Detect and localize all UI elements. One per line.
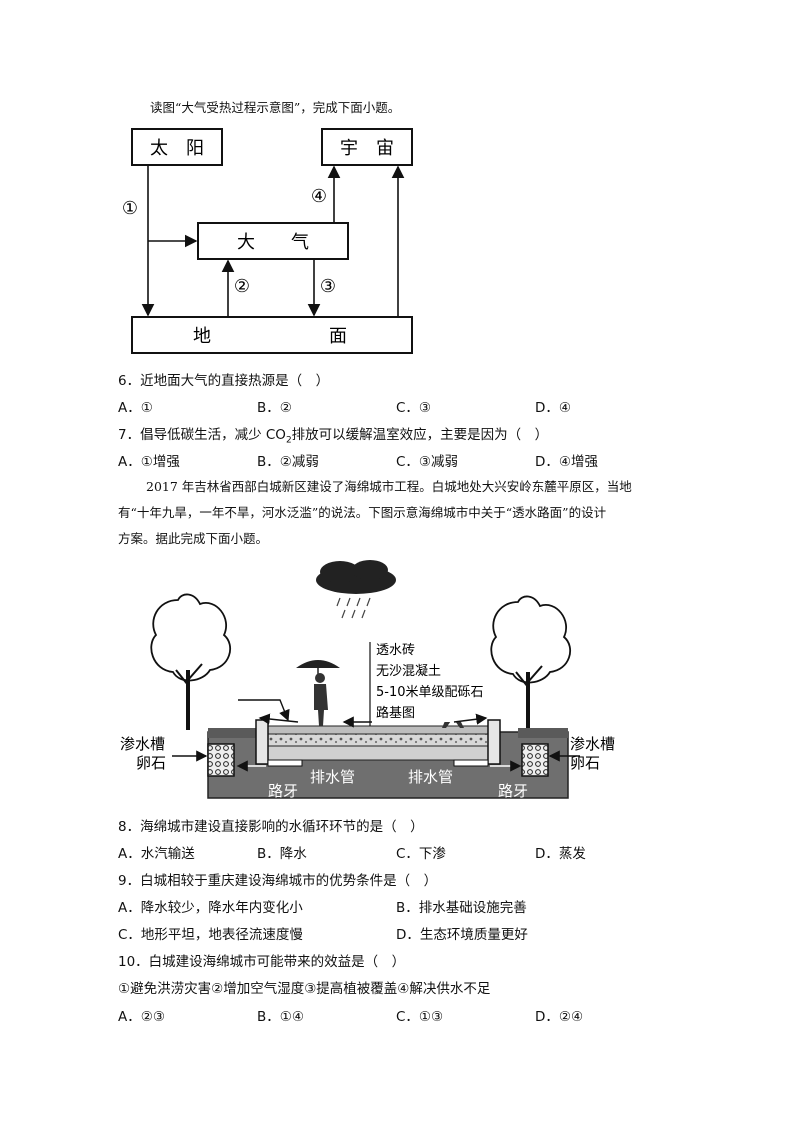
sun-label: 太 阳 [150,138,204,159]
arrow-down-to-pavement [238,699,290,722]
question-7-option-a: A．①增强 [118,454,180,470]
label-curb-left: 路牙 [268,782,298,800]
no-sand-concrete-layer [267,733,489,747]
arrow-label-4: ④ [311,186,327,207]
graded-gravel-layer [267,745,489,761]
question-6-option-b: B．② [257,400,292,416]
question-10-option-c: C．①③ [396,1009,444,1025]
right-verge [518,728,568,738]
question-8-option-d: D．蒸发 [535,846,586,862]
question-10-stem: 10．白城建设海绵城市可能带来的效益是（ ） [118,954,406,970]
question-8-stem: 8．海绵城市建设直接影响的水循环环节的是（ ） [118,819,424,835]
label-left-groove: 渗水槽 [120,735,165,753]
question-7-option-b: B．②减弱 [257,454,319,470]
tree-left-icon [150,593,232,730]
question-6-option-c: C．③ [396,400,432,416]
question-6-option-d: D．④ [535,400,571,416]
label-curb-right: 路牙 [498,782,528,800]
tree-right-icon [490,595,572,730]
space-label: 宇 宙 [340,138,394,159]
question-10-option-a: A．②③ [118,1009,165,1025]
ground-label-left: 地 [193,326,211,347]
question-8-option-a: A．水汽输送 [118,846,195,862]
layer-label-subgrade: 路基图 [376,705,415,721]
permeable-brick-layer [267,725,489,735]
label-left-pebble: 卵石 [136,754,166,772]
passage-line-2: 有“十年九旱，一年不旱，河水泛滥”的说法。下图示意海绵城市中关于“透水路面”的设… [118,505,607,520]
question-6-stem: 6．近地面大气的直接热源是（ ） [118,373,330,389]
drain-pipe-left [267,759,303,767]
arrow-surface-right [453,713,488,725]
drain-pipe-right [453,759,489,767]
ground-label-right: 面 [329,326,347,347]
question-6-option-a: A．① [118,400,153,416]
question-8-option-b: B．降水 [257,846,307,862]
pebble-groove-right [521,743,549,777]
label-drain-pipe-left: 排水管 [310,768,355,786]
arrow-label-2: ② [234,276,250,297]
arrow-label-1: ① [122,198,138,219]
question-10-option-d: D．②④ [535,1009,584,1025]
question-9-option-d: D．生态环境质量更好 [396,927,528,943]
rain-cloud-icon [316,560,396,619]
passage-line-3: 方案。据此完成下面小题。 [118,531,269,546]
permeable-pavement-diagram: 透水砖 无沙混凝土 5-10米单级配砾石 路基图 渗水槽 卵石 渗水槽 卵石 排… [120,560,615,800]
ground-box [131,316,413,354]
label-right-pebble: 卵石 [570,754,600,772]
label-drain-pipe-right: 排水管 [408,768,453,786]
question-7-option-c: C．③减弱 [396,454,459,470]
curb-left [255,719,269,765]
curb-right [487,719,501,765]
intro-text-1: 读图“大气受热过程示意图”，完成下面小题。 [150,100,401,115]
space-box [321,128,413,166]
question-9-option-a: A．降水较少，降水年内变化小 [118,900,303,916]
arrow-label-3: ③ [320,276,336,297]
question-9-option-c: C．地形平坦，地表径流速度慢 [118,927,303,943]
arrow-surface-left [258,713,299,725]
question-9-option-b: B．排水基础设施完善 [396,900,527,916]
pebble-groove-left [207,743,235,777]
sun-box [131,128,223,166]
question-7-option-d: D．④增强 [535,454,598,470]
atmosphere-label: 大 气 [237,232,309,253]
atmosphere-heating-diagram: 太 阳 宇 宙 大 气 地 面 ① ② ③ ④ [122,128,413,354]
layer-label-concrete: 无沙混凝土 [376,663,441,679]
passage-line-1: 2017 年吉林省西部白城新区建设了海绵城市工程。白城地处大兴安岭东麓平原区，当… [146,479,632,494]
left-verge [208,728,258,738]
question-8-option-c: C．下渗 [396,846,446,862]
question-7-stem: 7．倡导低碳生活，减少 CO2排放可以缓解温室效应，主要是因为（ ） [118,427,549,446]
atmosphere-box [197,222,349,260]
question-9-stem: 9．白城相较于重庆建设海绵城市的优势条件是（ ） [118,873,438,889]
person-with-umbrella-icon [296,660,340,726]
question-10-statements: ①避免洪涝灾害②增加空气湿度③提高植被覆盖④解决供水不足 [118,981,491,997]
label-right-groove: 渗水槽 [570,735,615,753]
layer-label-gravel: 5-10米单级配砾石 [376,685,484,700]
question-10-option-b: B．①④ [257,1009,304,1025]
layer-label-background [372,640,484,722]
layer-label-brick: 透水砖 [376,643,415,658]
